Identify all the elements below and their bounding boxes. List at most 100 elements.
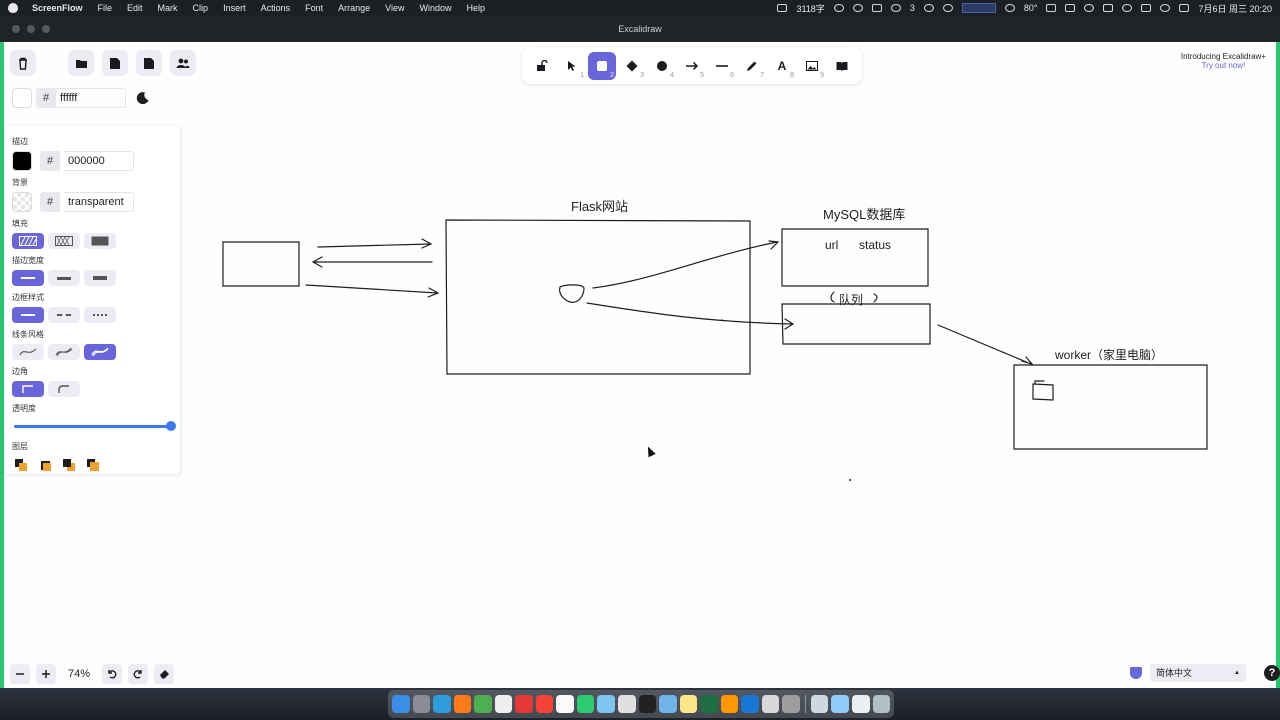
documents-folder-icon[interactable] (810, 695, 829, 713)
activity-monitor-icon[interactable] (618, 695, 636, 713)
edges-sharp-button[interactable] (12, 381, 44, 397)
vscode-icon[interactable] (741, 695, 759, 713)
response-arrow[interactable] (311, 256, 433, 268)
excel-icon[interactable] (700, 695, 718, 713)
opacity-thumb[interactable] (166, 421, 176, 431)
chrome-icon[interactable] (474, 695, 492, 713)
url-label[interactable]: url (825, 238, 839, 252)
screenshot-icon[interactable] (659, 695, 677, 713)
background-hex-input[interactable]: transparent (64, 192, 134, 212)
bring-forward-button[interactable] (60, 456, 78, 474)
worker-item-box[interactable] (1032, 380, 1054, 401)
to-worker-arrow[interactable] (937, 324, 1034, 366)
zoom-level[interactable]: 74% (67, 668, 91, 680)
background-color-swatch[interactable] (12, 192, 32, 212)
undo-button[interactable] (102, 664, 122, 684)
notes-icon[interactable] (679, 695, 698, 713)
sloppiness-architect-button[interactable] (12, 344, 44, 360)
typora-icon[interactable] (494, 695, 513, 713)
eraser-button[interactable] (154, 664, 174, 684)
menu-clip[interactable]: Clip (192, 3, 209, 13)
system-preferences-icon[interactable] (761, 695, 780, 713)
menu-help[interactable]: Help (466, 3, 486, 13)
wechat-dock-icon[interactable] (576, 695, 595, 713)
export-button[interactable] (136, 50, 162, 76)
grid-icon[interactable] (871, 4, 882, 12)
zoom-window-icon[interactable] (42, 25, 50, 33)
rectangle-tool-button[interactable]: 2 (588, 52, 616, 80)
queue-label[interactable]: 队列 (839, 293, 864, 307)
bluetooth-icon[interactable] (1084, 4, 1095, 12)
diamond-tool-button[interactable]: 3 (618, 52, 646, 80)
stroke-style-dashed-button[interactable] (48, 307, 80, 323)
stroke-hex-input[interactable]: 000000 (64, 151, 134, 171)
fill-hachure-button[interactable] (12, 233, 44, 249)
trash-dock-icon[interactable] (872, 695, 891, 713)
wifi-icon[interactable] (1122, 4, 1133, 12)
line-tool-button[interactable]: 6 (708, 52, 736, 80)
collaborate-button[interactable] (170, 50, 196, 76)
apple-menu-icon[interactable] (8, 3, 18, 13)
edges-round-button[interactable] (48, 381, 80, 397)
process-blob[interactable] (559, 284, 585, 303)
sloppiness-cartoonist-button[interactable] (84, 344, 116, 360)
preview-icon[interactable] (597, 695, 616, 713)
menu-app-name[interactable]: ScreenFlow (32, 3, 83, 13)
save-button[interactable] (102, 50, 128, 76)
launchpad-icon[interactable] (412, 695, 431, 713)
promo-link[interactable]: Try out now! (1201, 61, 1246, 70)
text-tool-button[interactable]: A 8 (768, 52, 796, 80)
flask-box[interactable] (445, 219, 751, 375)
excalidraw-plus-promo[interactable]: Introducing Excalidraw+ Try out now! (1181, 52, 1266, 70)
clock[interactable]: 7月6日 周三 20:20 (1198, 3, 1272, 14)
user-icon[interactable] (1179, 4, 1190, 12)
keyboard-icon[interactable] (1046, 4, 1057, 12)
help-button[interactable]: ? (1264, 665, 1280, 681)
clear-canvas-button[interactable] (10, 50, 36, 76)
zoom-in-button[interactable] (36, 664, 56, 684)
flask-label[interactable]: Flask网站 (571, 199, 629, 214)
stroke-width-bold-button[interactable] (48, 270, 80, 286)
worker-box[interactable] (1013, 364, 1208, 450)
menu-insert[interactable]: Insert (223, 3, 246, 13)
stroke-width-extra-bold-button[interactable] (84, 270, 116, 286)
drawing-canvas[interactable]: Flask网站 MySQL数据库 url status 队列 worker（家里… (0, 42, 1280, 688)
terminal-icon[interactable] (638, 695, 657, 713)
image-tool-button[interactable]: 9 (798, 52, 826, 80)
microphone-icon[interactable] (852, 4, 863, 12)
wechat-icon[interactable] (890, 4, 901, 12)
library-button[interactable] (828, 52, 856, 80)
fill-solid-button[interactable] (84, 233, 116, 249)
selection-tool-button[interactable]: 1 (558, 52, 586, 80)
dark-mode-moon-icon[interactable] (136, 91, 150, 105)
send-to-back-button[interactable] (12, 456, 30, 474)
sync-icon[interactable] (942, 4, 953, 12)
stroke-style-solid-button[interactable] (12, 307, 44, 323)
redo-button[interactable] (128, 664, 148, 684)
lock-tool-button[interactable] (528, 52, 556, 80)
sublime-icon[interactable] (720, 695, 739, 713)
ellipse-tool-button[interactable]: 4 (648, 52, 676, 80)
screenflow-icon[interactable] (782, 695, 800, 713)
status-icon[interactable] (833, 4, 844, 12)
finder-icon[interactable] (392, 695, 410, 713)
canvas-bg-hex-input[interactable]: ffffff (56, 88, 126, 108)
opacity-track[interactable] (14, 425, 172, 428)
spotlight-icon[interactable] (1160, 4, 1171, 12)
opacity-slider[interactable] (12, 419, 176, 433)
stroke-color-swatch[interactable] (12, 151, 32, 171)
volume-icon[interactable] (1065, 4, 1076, 12)
menu-edit[interactable]: Edit (127, 3, 143, 13)
calendar-icon[interactable] (556, 695, 574, 713)
queue-box[interactable] (781, 303, 931, 345)
menu-file[interactable]: File (97, 3, 113, 13)
menu-view[interactable]: View (385, 3, 405, 13)
worker-label[interactable]: worker（家里电脑） (1055, 348, 1164, 362)
sloppiness-artist-button[interactable] (48, 344, 80, 360)
send-backward-button[interactable] (36, 456, 54, 474)
weibo-icon[interactable] (535, 695, 554, 713)
safari-icon[interactable] (433, 695, 451, 713)
client-box[interactable] (222, 241, 300, 287)
netease-music-icon[interactable] (515, 695, 533, 713)
input-box[interactable] (961, 3, 996, 13)
